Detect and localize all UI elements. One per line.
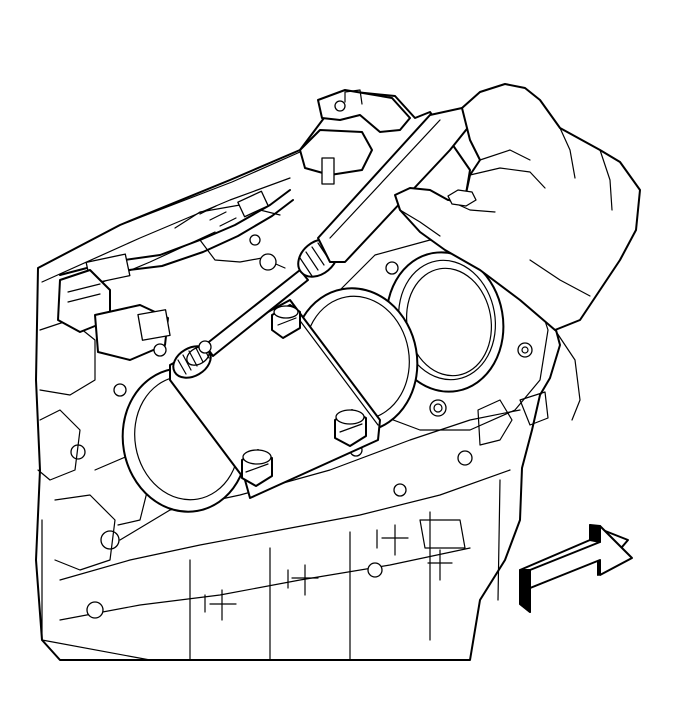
- bore-gauge-tool: [172, 107, 471, 379]
- fixture-bolts: [241, 304, 367, 487]
- bolt: [334, 409, 367, 447]
- engine-valley-detail: [57, 89, 411, 361]
- view-direction-arrow: [519, 524, 633, 613]
- bolt: [241, 449, 273, 487]
- hand: [394, 83, 641, 421]
- bolt: [271, 304, 301, 339]
